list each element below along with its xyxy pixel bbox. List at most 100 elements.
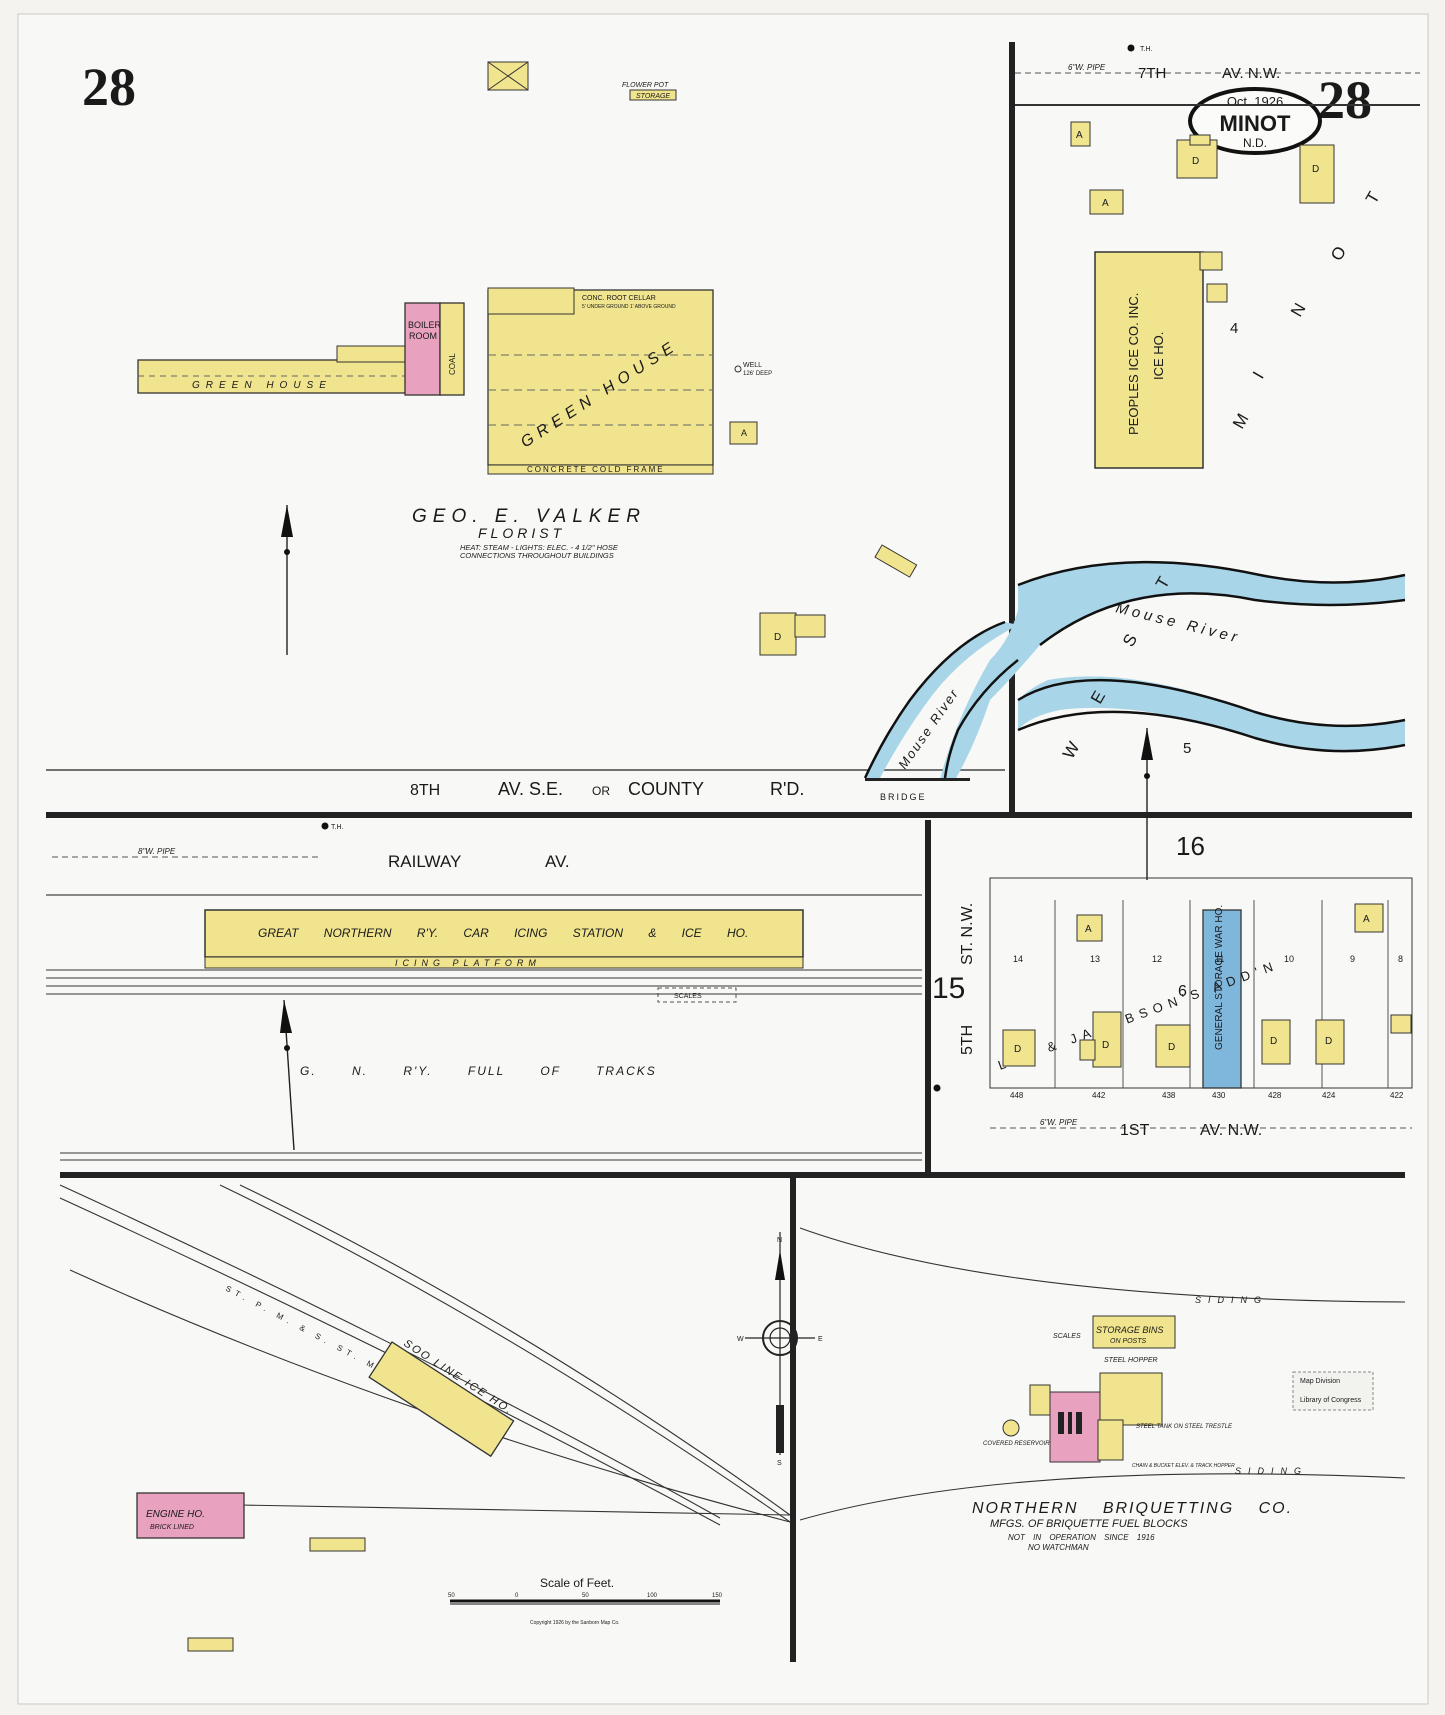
house-422: 422 <box>1390 1091 1404 1100</box>
siding-label-top: SIDING <box>1195 1295 1268 1305</box>
boiler-room-a: BOILER <box>408 320 442 330</box>
hydrant-label-railway: T.H. <box>331 824 344 831</box>
north-arrow-lower <box>280 999 295 1151</box>
scales-label-gn: SCALES <box>674 993 702 1000</box>
svg-text:D: D <box>774 632 781 643</box>
copyright: Copyright 1926 by the Sanborn Map Co. <box>530 1620 620 1626</box>
ice-co-use: ICE HO. <box>1151 332 1166 380</box>
icing-station: GREAT NORTHERN R'Y. CAR ICING STATION & … <box>204 909 804 1003</box>
eighth-county: COUNTY <box>628 779 704 799</box>
pipe-label-first: 6"W. PIPE <box>1040 1118 1078 1127</box>
eighth-avenue: 8TH AV. S.E. OR COUNTY R'D. <box>46 769 1412 818</box>
block-number-15: 15 <box>932 972 965 1005</box>
svg-text:D: D <box>1270 1036 1277 1047</box>
steel-tank-label: STEEL TANK ON STEEL TRESTLE <box>1136 1424 1233 1430</box>
scale-tick-50l: 50 <box>448 1593 455 1599</box>
scale-bar: Scale of Feet. 50 0 50 100 150 Copyright… <box>448 1576 723 1626</box>
lot-12: 12 <box>1152 954 1162 964</box>
chain-elev-label: CHAIN & BUCKET ELEV. & TRACK HOPPER <box>1132 1463 1235 1469</box>
block-number-5: 5 <box>1183 740 1191 757</box>
svg-text:A: A <box>1076 130 1083 141</box>
greenhouse-complex: GREEN HOUSE BOILER ROOM COAL GREEN HOUSE… <box>137 61 918 656</box>
lot-14: 14 <box>1013 954 1023 964</box>
flower-pot-a: FLOWER POT <box>622 82 669 89</box>
svg-text:A: A <box>1085 924 1092 935</box>
house-430: 430 <box>1212 1091 1226 1100</box>
house-442: 442 <box>1092 1091 1106 1100</box>
svg-text:D: D <box>1312 164 1319 175</box>
scale-tick-100: 100 <box>647 1593 658 1599</box>
briquetting-status: NOT IN OPERATION SINCE 1916 <box>1008 1533 1155 1542</box>
compass-rose: N S E W <box>737 1232 823 1467</box>
compass-n: N <box>777 1237 782 1244</box>
owner-label: GEO. E. VALKER <box>412 506 646 527</box>
library-stamp: Map Division Library of Congress <box>1292 1371 1374 1411</box>
siding-label-bottom: SIDING <box>1235 1466 1308 1476</box>
seventh-prefix: 7TH <box>1138 65 1166 82</box>
city-name: MINOT <box>1220 111 1291 136</box>
railway-avenue: 8"W. PIPE T.H. RAILWAY AV. <box>46 822 922 896</box>
engine-house-label: ENGINE HO. <box>146 1509 205 1520</box>
boiler-room-b: ROOM <box>409 331 437 341</box>
scales-label-briq: SCALES <box>1053 1333 1081 1340</box>
eighth-or: OR <box>592 784 610 798</box>
first-av-prefix: 1ST <box>1120 1122 1150 1139</box>
notes-line1: HEAT: STEAM - LIGHTS: ELEC. - 4 1/2" HOS… <box>460 543 619 552</box>
svg-text:A: A <box>741 428 747 438</box>
svg-text:D: D <box>1102 1040 1109 1051</box>
engine-house: ENGINE HO. BRICK LINED <box>136 1492 366 1652</box>
stamp-line1: Map Division <box>1300 1378 1340 1385</box>
fifth-street-b: ST. N.W. <box>959 903 976 965</box>
railway-label-a: RAILWAY <box>388 852 461 871</box>
house-424: 424 <box>1322 1091 1336 1100</box>
scale-tick-50: 50 <box>582 1593 589 1599</box>
eighth-prefix: 8TH <box>410 782 440 799</box>
scale-title: Scale of Feet. <box>540 1576 614 1590</box>
scale-tick-0: 0 <box>515 1593 519 1599</box>
block-number-16: 16 <box>1176 831 1205 861</box>
sheet-number-right: 28 <box>1318 70 1372 130</box>
briquetting-plant: STORAGE BINS ON POSTS STEEL HOPPER SCALE… <box>983 1315 1235 1469</box>
flower-pot-b: STORAGE <box>636 93 670 100</box>
coal-label: COAL <box>448 353 457 375</box>
lot-8: 8 <box>1398 954 1403 964</box>
sheet-number-left: 28 <box>82 57 136 117</box>
house-428: 428 <box>1268 1091 1282 1100</box>
well-label-a: WELL <box>743 362 762 369</box>
reservoir-label: COVERED RESERVOIR <box>983 1441 1050 1447</box>
pipe-label-top: 6"W. PIPE <box>1068 63 1106 72</box>
railway-label-b: AV. <box>545 852 570 871</box>
compass-s: S <box>777 1460 782 1467</box>
house-438: 438 <box>1162 1091 1176 1100</box>
business-label: FLORIST <box>478 525 565 541</box>
peoples-ice-house: PEOPLES ICE CO. INC. ICE HO. <box>1094 251 1223 469</box>
svg-text:A: A <box>1363 914 1370 925</box>
well-label-b: 126' DEEP <box>743 371 772 377</box>
top-right-buildings: A A D D <box>1070 121 1335 303</box>
lot-13: 13 <box>1090 954 1100 964</box>
ice-co-name: PEOPLES ICE CO. INC. <box>1126 293 1141 435</box>
root-cellar-b: 5' UNDER GROUND 1' ABOVE GROUND <box>582 304 676 310</box>
svg-text:A: A <box>1102 198 1109 209</box>
briquetting-desc: MFGS. OF BRIQUETTE FUEL BLOCKS <box>990 1518 1188 1530</box>
storage-bins-label: STORAGE BINS <box>1096 1325 1163 1335</box>
pipe-label-railway: 8"W. PIPE <box>138 847 176 856</box>
briquetting-watchman: NO WATCHMAN <box>1028 1543 1089 1552</box>
lot-11: 11 <box>1215 954 1224 964</box>
steel-hopper-label: STEEL HOPPER <box>1104 1357 1158 1364</box>
gn-tracks-label: G. N. R'Y. FULL OF TRACKS <box>300 1064 657 1078</box>
greenhouse-small-label: GREEN HOUSE <box>192 380 332 391</box>
state-name: N.D. <box>1243 136 1267 150</box>
on-posts-label: ON POSTS <box>1110 1338 1147 1345</box>
svg-text:D: D <box>1168 1042 1175 1053</box>
fifth-street-a: 5TH <box>959 1025 976 1055</box>
bridge-label: BRIDGE <box>880 792 927 802</box>
notes-line2: CONNECTIONS THROUGHOUT BUILDINGS <box>460 551 614 560</box>
svg-text:D: D <box>1192 156 1199 167</box>
svg-text:D: D <box>1014 1044 1021 1055</box>
block-number-4: 4 <box>1230 320 1238 337</box>
lot-9: 9 <box>1350 954 1355 964</box>
gn-tracks <box>46 969 922 1161</box>
compass-e: E <box>818 1336 823 1343</box>
